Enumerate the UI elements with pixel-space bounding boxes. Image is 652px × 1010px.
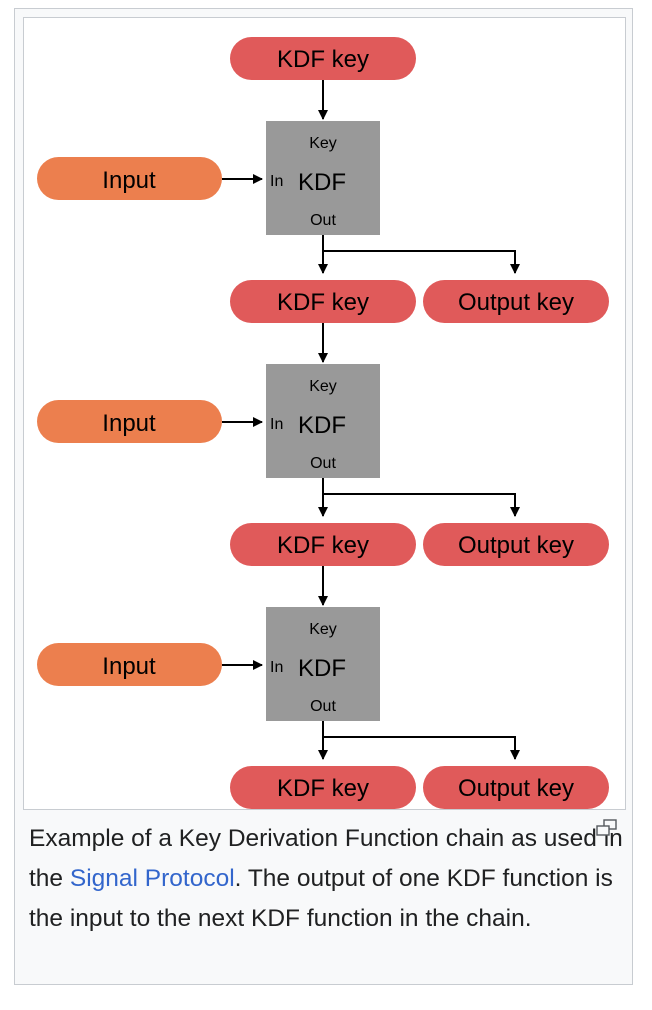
stage-2-kdf-key-node: KDF key: [230, 523, 416, 566]
kdf-2-title: KDF: [298, 412, 346, 439]
kdf-3-title: KDF: [298, 655, 346, 682]
stage-3: Input Key In KDF Out KDF key: [37, 607, 609, 809]
stage-2-kdf-key-label: KDF key: [277, 532, 369, 559]
figure-caption: Example of a Key Derivation Function cha…: [29, 819, 625, 939]
kdf-3-key-port: Key: [309, 621, 337, 638]
stage-3-kdf-key-pill: [230, 766, 416, 809]
caption-text-before-link: Example of a Key Derivation Function cha…: [29, 825, 623, 892]
arrow-kdf2-to-output-key: [323, 493, 520, 517]
stage-1-kdf-key-pill: [230, 280, 416, 323]
kdf-box-1: Key In KDF Out: [266, 121, 380, 235]
caption-text-after-link: . The output of one KDF function is the …: [29, 865, 613, 932]
enlarge-icon[interactable]: [595, 819, 619, 837]
kdf-box-3: Key In KDF Out: [266, 607, 380, 721]
stage-2-input-pill: [37, 400, 222, 443]
stage-1-input-pill: [37, 157, 222, 200]
stage-3-input-label: Input: [102, 653, 156, 680]
kdf-box-2-rect: [266, 364, 380, 478]
stage-3-input-node: Input: [37, 643, 222, 686]
kdf-1-key-port: Key: [309, 135, 337, 152]
stage-1-kdf-key-label: KDF key: [277, 289, 369, 316]
diagram-image-frame[interactable]: KDF key Input Key In KDF Out: [23, 17, 626, 810]
kdf-1-in-port: In: [270, 173, 283, 190]
kdf-2-key-port: Key: [309, 378, 337, 395]
stage-1-input-label: Input: [102, 167, 156, 194]
kdf-2-in-port: In: [270, 416, 283, 433]
kdf-1-title: KDF: [298, 169, 346, 196]
stage-3-kdf-key-node: KDF key: [230, 766, 416, 809]
stage-2-output-key-pill: [423, 523, 609, 566]
kdf-chain-diagram: KDF key Input Key In KDF Out: [37, 37, 609, 809]
stage-1-output-key-pill: [423, 280, 609, 323]
stage-1-output-key-label: Output key: [458, 289, 574, 316]
stage-3-output-key-label: Output key: [458, 775, 574, 802]
top-kdf-key-node: KDF key: [230, 37, 416, 80]
kdf-3-out-port: Out: [310, 698, 336, 715]
kdf-box-2: Key In KDF Out: [266, 364, 380, 478]
kdf-2-out-port: Out: [310, 455, 336, 472]
arrow-kdf1-to-output-key: [323, 250, 520, 274]
stage-2-input-label: Input: [102, 410, 156, 437]
stage-1-kdf-key-node: KDF key: [230, 280, 416, 323]
top-kdf-key-label: KDF key: [277, 46, 369, 73]
stage-1: Input Key In KDF Out KDF key: [37, 121, 609, 323]
stage-3-output-key-pill: [423, 766, 609, 809]
kdf-1-out-port: Out: [310, 212, 336, 229]
stage-3-output-key-node: Output key: [423, 766, 609, 809]
stage-2-output-key-label: Output key: [458, 532, 574, 559]
signal-protocol-link[interactable]: Signal Protocol: [69, 865, 235, 892]
stage-2-output-key-node: Output key: [423, 523, 609, 566]
arrow-kdf3-to-output-key: [323, 736, 520, 760]
stage-3-input-pill: [37, 643, 222, 686]
kdf-box-1-rect: [266, 121, 380, 235]
kdf-box-3-rect: [266, 607, 380, 721]
stage-1-output-key-node: Output key: [423, 280, 609, 323]
stage-2-input-node: Input: [37, 400, 222, 443]
kdf-3-in-port: In: [270, 659, 283, 676]
stage-2: Input Key In KDF Out KDF key: [37, 364, 609, 566]
stage-1-input-node: Input: [37, 157, 222, 200]
stage-3-kdf-key-label: KDF key: [277, 775, 369, 802]
stage-2-kdf-key-pill: [230, 523, 416, 566]
top-kdf-key-pill: [230, 37, 416, 80]
figure-thumbnail: KDF key Input Key In KDF Out: [14, 8, 633, 985]
